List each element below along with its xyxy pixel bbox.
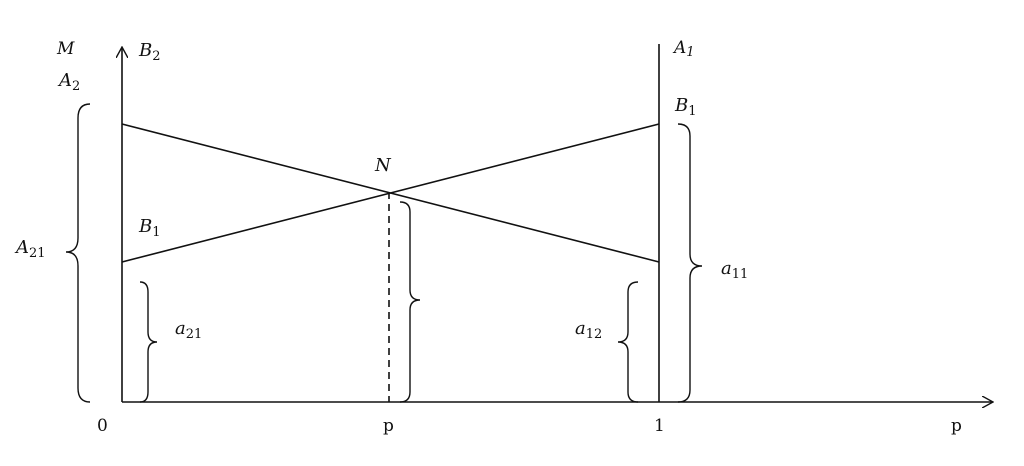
label-B1-left: B1 bbox=[138, 216, 161, 240]
brace-a21 bbox=[139, 281, 158, 403]
label-B2: B2 bbox=[138, 40, 161, 64]
label-A1: A1 bbox=[672, 38, 695, 60]
brace-a12 bbox=[617, 281, 639, 403]
brace-a11 bbox=[677, 123, 703, 403]
label-A21: A21 bbox=[14, 237, 46, 261]
label-p-mid: p bbox=[383, 416, 394, 436]
brace-A21 bbox=[65, 103, 91, 403]
brace-N bbox=[399, 201, 421, 403]
label-M: M bbox=[56, 39, 75, 59]
label-a12: a12 bbox=[575, 318, 602, 342]
label-a21: a21 bbox=[175, 318, 202, 342]
label-origin: 0 bbox=[97, 416, 108, 436]
label-N: N bbox=[374, 155, 392, 176]
label-B1-right: B1 bbox=[674, 95, 697, 119]
label-a11: a11 bbox=[721, 258, 748, 282]
label-one: 1 bbox=[654, 416, 665, 436]
label-p-end: p bbox=[951, 416, 962, 436]
line-B1 bbox=[121, 123, 660, 263]
label-A2: A2 bbox=[57, 70, 80, 94]
